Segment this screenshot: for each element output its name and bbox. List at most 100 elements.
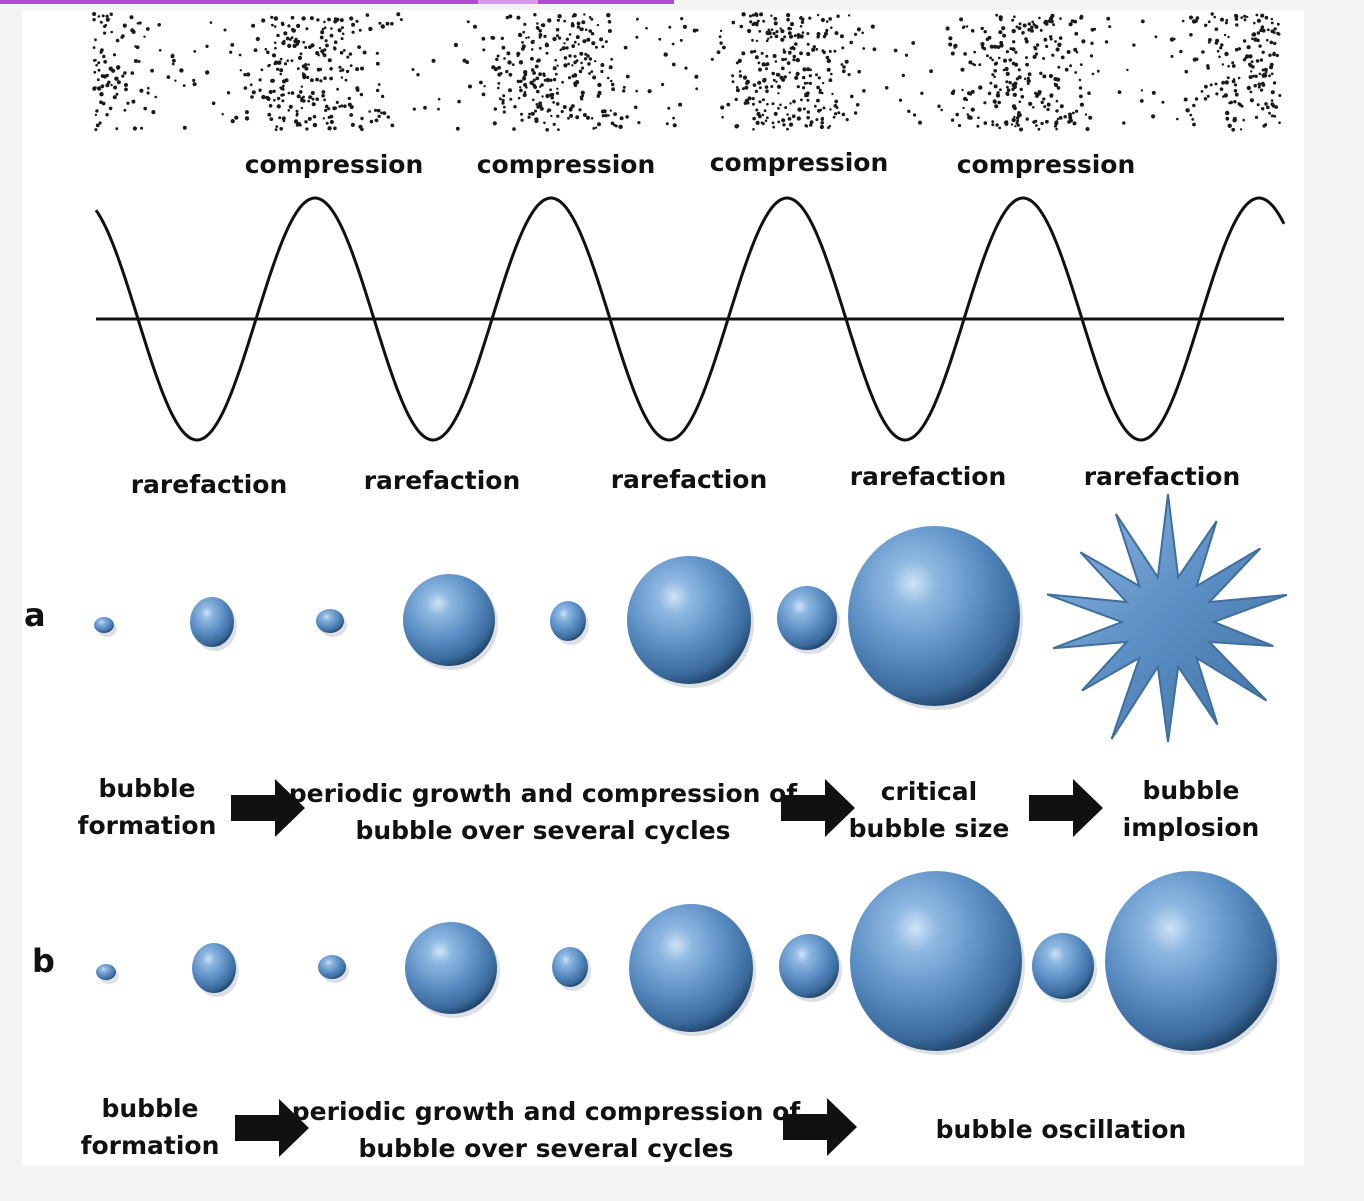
density-dot: [1108, 25, 1112, 29]
density-dot: [281, 22, 285, 27]
density-dot: [965, 25, 969, 28]
density-dot: [625, 74, 630, 79]
density-dot: [597, 122, 601, 127]
density-dot: [258, 78, 262, 82]
density-dot: [1030, 25, 1034, 30]
density-dot: [335, 17, 340, 22]
density-dot: [792, 99, 796, 104]
density-dot: [1237, 76, 1241, 80]
density-dot: [1033, 46, 1038, 51]
density-dot: [355, 67, 360, 72]
density-dot: [385, 21, 390, 26]
density-dot: [284, 78, 289, 83]
density-dot: [513, 105, 517, 109]
density-dot: [796, 33, 801, 37]
density-dot: [999, 88, 1002, 92]
density-dot: [1052, 23, 1055, 27]
density-dot: [1154, 35, 1158, 39]
density-dot: [534, 117, 539, 122]
density-dot: [368, 26, 373, 32]
density-dot: [606, 76, 610, 80]
density-dot: [741, 87, 745, 91]
stage-line: formation: [80, 1131, 220, 1160]
density-dot: [762, 77, 767, 82]
density-dot: [1260, 88, 1264, 92]
density-dot: [929, 69, 933, 74]
density-dot: [431, 58, 436, 63]
density-dot: [735, 86, 739, 89]
density-dot: [1264, 102, 1268, 106]
density-dot: [948, 42, 953, 47]
density-dot: [333, 40, 338, 44]
density-dot: [1253, 83, 1257, 88]
density-dot: [682, 24, 688, 29]
density-dot: [94, 113, 98, 117]
density-dot: [547, 18, 552, 23]
density-dot: [581, 94, 585, 98]
density-dot: [983, 30, 987, 34]
density-dot: [960, 67, 965, 72]
density-dot: [995, 123, 999, 127]
density-dot: [770, 14, 773, 17]
density-dot: [830, 26, 833, 30]
density-dot: [981, 45, 985, 50]
density-dot: [1245, 54, 1250, 59]
density-dot: [230, 43, 235, 47]
density-dot: [1192, 57, 1197, 62]
density-dot: [1161, 100, 1165, 104]
density-dot: [592, 126, 596, 130]
density-dot: [552, 66, 557, 71]
density-dot: [1237, 102, 1241, 106]
density-dot: [1038, 16, 1041, 20]
density-dot: [1274, 105, 1278, 109]
density-dot: [351, 30, 355, 34]
density-dot: [1234, 47, 1239, 52]
density-dot: [293, 119, 299, 124]
density-dot: [357, 45, 361, 49]
density-dot: [720, 105, 725, 110]
right-arrow-icon: [1029, 779, 1103, 837]
density-dot: [1246, 85, 1252, 91]
stage-line: bubble over several cycles: [358, 1134, 734, 1163]
density-dot: [1026, 78, 1031, 84]
density-dot: [738, 74, 743, 78]
density-dot: [521, 47, 525, 51]
density-dot: [731, 80, 735, 84]
density-dot: [872, 47, 877, 52]
density-dot: [1254, 115, 1259, 119]
density-dot: [695, 87, 699, 91]
stage-line: bubble oscillation: [935, 1115, 1187, 1144]
density-dot: [1256, 18, 1261, 23]
bubble-row-a: [94, 617, 114, 633]
density-dot: [99, 92, 104, 97]
density-dot: [1213, 15, 1216, 19]
density-dot: [1042, 74, 1047, 79]
density-dot: [382, 111, 387, 115]
density-dot: [607, 20, 612, 24]
density-dot: [93, 70, 97, 74]
density-dot: [346, 55, 350, 59]
density-dot: [1268, 53, 1272, 57]
density-dot: [482, 48, 486, 52]
density-dot: [329, 33, 334, 38]
density-dot: [530, 56, 534, 61]
density-dot: [1053, 77, 1058, 81]
density-dot: [787, 117, 792, 121]
density-dot: [338, 65, 342, 69]
density-dot: [847, 73, 851, 77]
stage-line: periodic growth and compression of: [291, 1097, 801, 1126]
density-dot: [375, 61, 380, 66]
density-dot: [1018, 22, 1022, 26]
bubble-row-a: [190, 597, 234, 647]
density-dot: [105, 14, 109, 18]
density-dot: [1252, 74, 1256, 78]
density-dot: [1042, 57, 1046, 60]
density-dot: [806, 81, 809, 85]
density-dot: [904, 53, 909, 57]
density-dot: [251, 90, 256, 95]
density-dot: [295, 109, 299, 113]
bubble-row-b: [318, 955, 346, 979]
density-dot: [597, 82, 602, 88]
density-dot: [97, 61, 101, 65]
density-dot: [1206, 66, 1210, 70]
